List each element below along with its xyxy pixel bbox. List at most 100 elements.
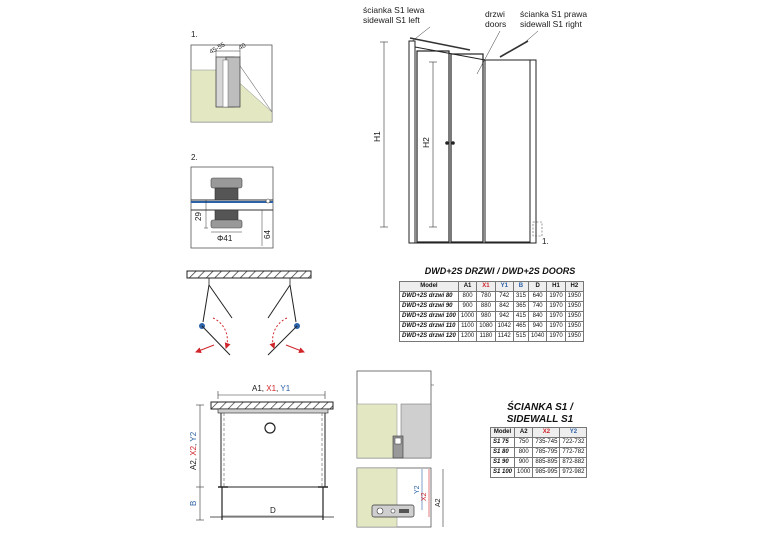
dim-x2: X2 — [189, 445, 198, 455]
cell: 465 — [512, 321, 529, 332]
col-model: Model — [399, 281, 459, 292]
cell: 800 — [514, 447, 534, 458]
cell: 1970 — [546, 321, 566, 332]
cell: 1950 — [564, 331, 585, 342]
cell: 1970 — [546, 311, 566, 322]
dim-a2-x2-y2: A2, X2, Y2 — [189, 431, 198, 470]
callout-1: 1. — [542, 237, 549, 246]
cell: 940 — [527, 321, 548, 332]
cell: 1040 — [527, 331, 548, 342]
cell: 900 — [457, 301, 478, 312]
dim-y2: Y2 — [189, 431, 198, 441]
cell: 1970 — [546, 331, 566, 342]
cell: 980 — [476, 311, 496, 322]
sidewall-table-title-1: ŚCIANKA S1 / — [507, 402, 573, 413]
cell: 1180 — [476, 331, 496, 342]
dim-phi41: Φ41 — [217, 234, 233, 243]
door-swing-plan — [186, 270, 312, 356]
cell: 1970 — [546, 301, 566, 312]
front-elevation: ścianka S1 lewa sidewall S1 left drzwi d… — [363, 5, 587, 246]
sep-3: , — [189, 456, 198, 460]
table-row: DWD+2S drzwi 110 1100 1080 1042 465 940 … — [399, 321, 585, 332]
col-x2: X2 — [532, 427, 561, 438]
cell: 315 — [512, 291, 529, 302]
sep-2: , — [276, 384, 280, 393]
cell: 872-882 — [559, 457, 588, 468]
label-doors-en: doors — [485, 19, 506, 29]
dim-40: 40 — [238, 42, 248, 52]
cell: 780 — [476, 291, 496, 302]
table-row: DWD+2S drzwi 120 1200 1180 1142 515 1040… — [399, 331, 585, 342]
cell: 1950 — [564, 291, 585, 302]
detail-2-number: 2. — [191, 153, 198, 162]
dim-b: B — [189, 501, 198, 506]
label-sidewall-right-en: sidewall S1 right — [520, 19, 583, 29]
cell: 1000 — [457, 311, 478, 322]
cell: 942 — [494, 311, 514, 322]
dim-x1: X1 — [266, 384, 276, 393]
cell: 1000 — [514, 467, 534, 478]
col-x1: X1 — [476, 281, 496, 292]
dim-a1-x1-y1: A1, X1, Y1 — [252, 384, 291, 393]
cell: 722-732 — [559, 437, 588, 448]
cell: 735-745 — [532, 437, 561, 448]
table-row: S1 90 900 885-895 872-882 — [489, 457, 588, 468]
dim-a2: A2 — [189, 460, 198, 470]
cell: 1080 — [476, 321, 496, 332]
col-y1: Y1 — [494, 281, 514, 292]
dim-x2-detail: X2 — [421, 492, 428, 501]
cell: 740 — [527, 301, 548, 312]
cell: 985-995 — [532, 467, 561, 478]
cell: 1042 — [494, 321, 514, 332]
col-b: B — [512, 281, 529, 292]
sidewall-detail: A1 X1 Y1 Y2 X2 A2 — [356, 370, 444, 528]
cell: 772-782 — [559, 447, 588, 458]
doors-table-header: Model A1 X1 Y1 B D H1 H2 — [399, 281, 585, 292]
table-row: S1 100 1000 985-995 972-982 — [489, 467, 588, 478]
cell-model: DWD+2S drzwi 120 — [399, 331, 459, 342]
cell: 365 — [512, 301, 529, 312]
cell: 880 — [476, 301, 496, 312]
cell: 1200 — [457, 331, 478, 342]
cell-model: DWD+2S drzwi 100 — [399, 311, 459, 322]
cell-model: S1 90 — [489, 457, 516, 468]
label-doors-pl: drzwi — [485, 9, 505, 19]
sep-1: , — [262, 384, 266, 393]
table-row: DWD+2S drzwi 80 800 780 742 315 640 1970… — [399, 291, 585, 302]
cell: 1950 — [564, 301, 585, 312]
dim-d: D — [270, 506, 276, 515]
cell: 1970 — [546, 291, 566, 302]
cell: 1142 — [494, 331, 514, 342]
cell: 1950 — [564, 311, 585, 322]
cell-model: DWD+2S drzwi 80 — [399, 291, 459, 302]
doors-table: Model A1 X1 Y1 B D H1 H2 DWD+2S drzwi 80… — [399, 281, 585, 342]
cell: 1100 — [457, 321, 478, 332]
sep-4: , — [189, 442, 198, 446]
table-row: S1 80 800 785-795 772-782 — [489, 447, 588, 458]
cell: 800 — [457, 291, 478, 302]
cell-model: DWD+2S drzwi 110 — [399, 321, 459, 332]
cell-model: DWD+2S drzwi 90 — [399, 301, 459, 312]
cell: 885-895 — [532, 457, 561, 468]
cell: 742 — [494, 291, 514, 302]
cell: 750 — [514, 437, 534, 448]
dim-y2-detail: Y2 — [414, 485, 421, 494]
sidewall-table: Model A2 X2 Y2 S1 75 750 735-745 722-732… — [489, 427, 588, 478]
cell: 515 — [512, 331, 529, 342]
dim-h2: H2 — [421, 137, 431, 148]
label-sidewall-right-pl: ścianka S1 prawa — [520, 9, 587, 19]
col-d: D — [527, 281, 548, 292]
table-row: S1 75 750 735-745 722-732 — [489, 437, 588, 448]
dim-64: 64 — [263, 230, 272, 239]
cell: 900 — [514, 457, 534, 468]
cell-model: S1 80 — [489, 447, 516, 458]
cell: 415 — [512, 311, 529, 322]
col-a1: A1 — [457, 281, 478, 292]
dim-a2-detail: A2 — [435, 498, 442, 507]
col-model: Model — [489, 427, 516, 438]
detail-1-number: 1. — [191, 30, 198, 39]
detail-1: 1. 45-55 40 — [190, 30, 273, 123]
cell: 842 — [494, 301, 514, 312]
sidewall-table-title-2: SIDEWALL S1 — [506, 414, 574, 425]
